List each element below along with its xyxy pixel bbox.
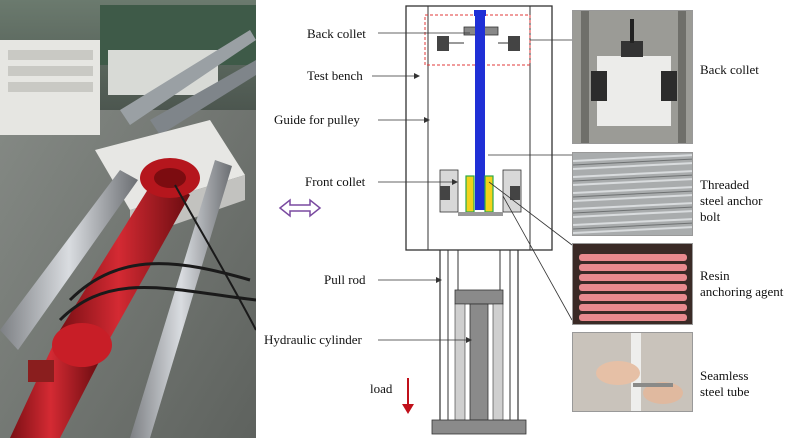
label-test-bench: Test bench — [307, 68, 363, 83]
label-resin-line1: Resin — [700, 268, 730, 283]
label-load: load — [370, 381, 393, 396]
threaded-bolt-photo — [572, 152, 693, 236]
label-front-collet: Front collet — [305, 174, 366, 189]
seamless-tube-photo — [572, 332, 693, 412]
label-seamless-line2: steel tube — [700, 384, 750, 399]
back-collet-photo — [572, 10, 693, 144]
label-resin-agent: Resin anchoring agent — [700, 268, 800, 300]
label-hydraulic-cylinder: Hydraulic cylinder — [264, 332, 362, 347]
resin-agent-photo — [572, 243, 693, 325]
label-threaded-bolt-line3: bolt — [700, 209, 721, 224]
label-guide-for-pulley: Guide for pulley — [274, 112, 360, 127]
label-resin-line2: anchoring agent — [700, 284, 784, 299]
label-seamless-line1: Seamless — [700, 368, 749, 383]
label-threaded-bolt-line2: steel anchor — [700, 193, 763, 208]
label-threaded-bolt: Threaded steel anchor bolt — [700, 177, 800, 225]
label-pull-rod: Pull rod — [324, 272, 366, 287]
test-bench-schematic — [256, 0, 572, 438]
label-back-collet: Back collet — [307, 26, 366, 41]
rig-photo — [0, 0, 257, 438]
label-right-back-collet: Back collet — [700, 62, 759, 77]
label-threaded-bolt-line1: Threaded — [700, 177, 750, 192]
label-seamless-tube: Seamless steel tube — [700, 368, 800, 400]
